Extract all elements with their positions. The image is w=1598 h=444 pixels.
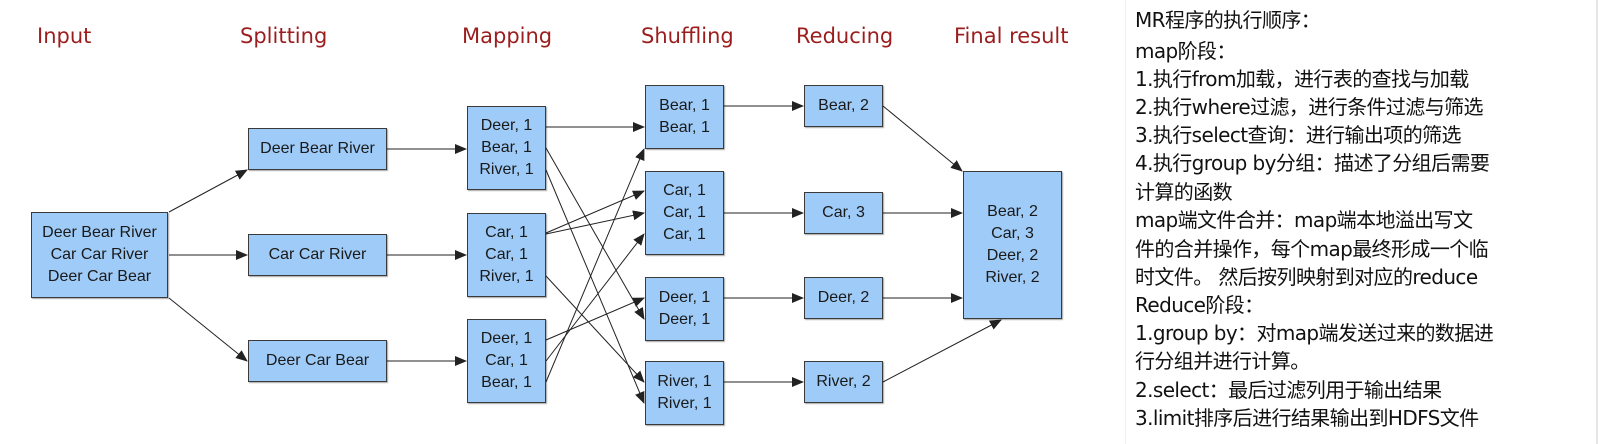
shuffle-line: River, 1 xyxy=(657,395,712,412)
reduce-line: Bear, 2 xyxy=(818,97,869,114)
reduce-box-car: Car, 3 xyxy=(804,192,883,234)
map-line: Car, 1 xyxy=(485,352,528,369)
shuffle-line: Deer, 1 xyxy=(658,311,711,328)
map-line: Deer, 1 xyxy=(480,330,533,347)
reduce-box-bear: Bear, 2 xyxy=(804,85,883,127)
reduce-box-deer: Deer, 2 xyxy=(804,277,883,319)
notes-line: 3.limit排序后进行结果输出到HDFS文件 xyxy=(1135,406,1479,430)
stage-label-splitting: Splitting xyxy=(240,24,328,48)
flow-arrow xyxy=(545,233,645,362)
scrollbar-edge xyxy=(1596,0,1598,444)
flow-arrow xyxy=(545,147,645,320)
map-line: Deer, 1 xyxy=(480,117,533,134)
split-box-3: Deer Car Bear xyxy=(248,340,387,382)
map-box-3: Deer, 1 Car, 1 Bear, 1 xyxy=(467,319,546,403)
notes-line: 2.执行where过滤，进行条件过滤与筛选 xyxy=(1135,95,1484,119)
final-line: Car, 3 xyxy=(991,225,1034,242)
reduce-line: Deer, 2 xyxy=(817,289,870,306)
notes-line: 1.group by：对map端发送过来的数据进 xyxy=(1135,321,1494,345)
flow-arrow xyxy=(882,105,963,172)
flow-arrows xyxy=(168,101,1002,404)
shuffle-line: Bear, 1 xyxy=(659,119,710,136)
flow-arrow xyxy=(545,148,645,383)
execution-order-notes: MR程序的执行顺序： map阶段： 1.执行from加载，进行表的查找与加载 2… xyxy=(1125,0,1598,444)
notes-line: 时文件。 然后按列映射到对应的reduce xyxy=(1135,265,1478,289)
final-line: Bear, 2 xyxy=(987,203,1038,220)
input-line: Car Car River xyxy=(50,246,149,263)
shuffle-box-bear: Bear, 1 Bear, 1 xyxy=(645,85,724,149)
flow-arrow xyxy=(545,275,645,383)
split-box-1: Deer Bear River xyxy=(248,128,387,170)
map-box-2: Car, 1 Car, 1 River, 1 xyxy=(467,213,546,297)
flow-arrow xyxy=(168,297,248,362)
reduce-line: River, 2 xyxy=(816,373,871,390)
split-line: Deer Car Bear xyxy=(265,352,370,369)
stage-label-shuffling: Shuffling xyxy=(641,24,734,48)
notes-line: 计算的函数 xyxy=(1135,180,1233,204)
input-line: Deer Bear River xyxy=(42,224,157,241)
split-line: Deer Bear River xyxy=(260,140,375,157)
input-line: Deer Car Bear xyxy=(47,268,152,285)
flow-arrow xyxy=(545,190,645,234)
notes-line: Reduce阶段： xyxy=(1135,293,1264,317)
shuffle-line: Car, 1 xyxy=(663,204,706,221)
notes-line: 3.执行select查询：进行输出项的筛选 xyxy=(1135,123,1462,147)
map-box-1: Deer, 1 Bear, 1 River, 1 xyxy=(467,106,546,190)
shuffle-line: Deer, 1 xyxy=(658,289,711,306)
flow-arrow xyxy=(545,169,645,404)
final-result-box: Bear, 2 Car, 3 Deer, 2 River, 2 xyxy=(963,171,1062,319)
notes-line: 行分组并进行计算。 xyxy=(1135,349,1310,373)
split-box-2: Car Car River xyxy=(248,234,387,276)
shuffle-line: River, 1 xyxy=(657,373,712,390)
mapreduce-diagram: Input Splitting Mapping Shuffling Reduci… xyxy=(31,24,1069,425)
final-line: Deer, 2 xyxy=(986,247,1039,264)
notes-line: MR程序的执行顺序： xyxy=(1135,8,1321,32)
map-line: River, 1 xyxy=(479,161,534,178)
map-line: Bear, 1 xyxy=(481,374,532,391)
stage-label-mapping: Mapping xyxy=(462,24,553,48)
stage-label-input: Input xyxy=(37,24,92,48)
split-line: Car Car River xyxy=(268,246,367,263)
notes-line: 2.select：最后过滤列用于输出结果 xyxy=(1135,378,1442,402)
flow-arrow xyxy=(545,297,645,341)
shuffle-box-deer: Deer, 1 Deer, 1 xyxy=(645,277,724,341)
notes-line: 件的合并操作，每个map最终形成一个临 xyxy=(1135,237,1489,261)
stage-label-final-result: Final result xyxy=(954,24,1069,48)
flow-arrow xyxy=(882,319,1002,383)
notes-line: map端文件合并：map端本地溢出写文 xyxy=(1135,208,1473,232)
notes-line: 1.执行from加载，进行表的查找与加载 xyxy=(1135,67,1469,91)
shuffle-line: Car, 1 xyxy=(663,226,706,243)
reduce-line: Car, 3 xyxy=(822,204,865,221)
shuffle-box-car: Car, 1 Car, 1 Car, 1 xyxy=(645,171,724,255)
shuffle-box-river: River, 1 River, 1 xyxy=(645,361,724,425)
reduce-box-river: River, 2 xyxy=(804,361,883,403)
flow-arrow xyxy=(545,210,645,235)
map-line: Car, 1 xyxy=(485,246,528,263)
notes-line: 4.执行group by分组：描述了分组后需要 xyxy=(1135,151,1490,175)
notes-line: map阶段： xyxy=(1135,39,1236,63)
map-line: Car, 1 xyxy=(485,224,528,241)
flow-arrow xyxy=(168,169,248,213)
stage-label-reducing: Reducing xyxy=(796,24,894,48)
map-line: River, 1 xyxy=(479,268,534,285)
shuffle-line: Bear, 1 xyxy=(659,97,710,114)
input-box: Deer Bear River Car Car River Deer Car B… xyxy=(31,212,168,298)
final-line: River, 2 xyxy=(985,269,1040,286)
shuffle-line: Car, 1 xyxy=(663,182,706,199)
map-line: Bear, 1 xyxy=(481,139,532,156)
